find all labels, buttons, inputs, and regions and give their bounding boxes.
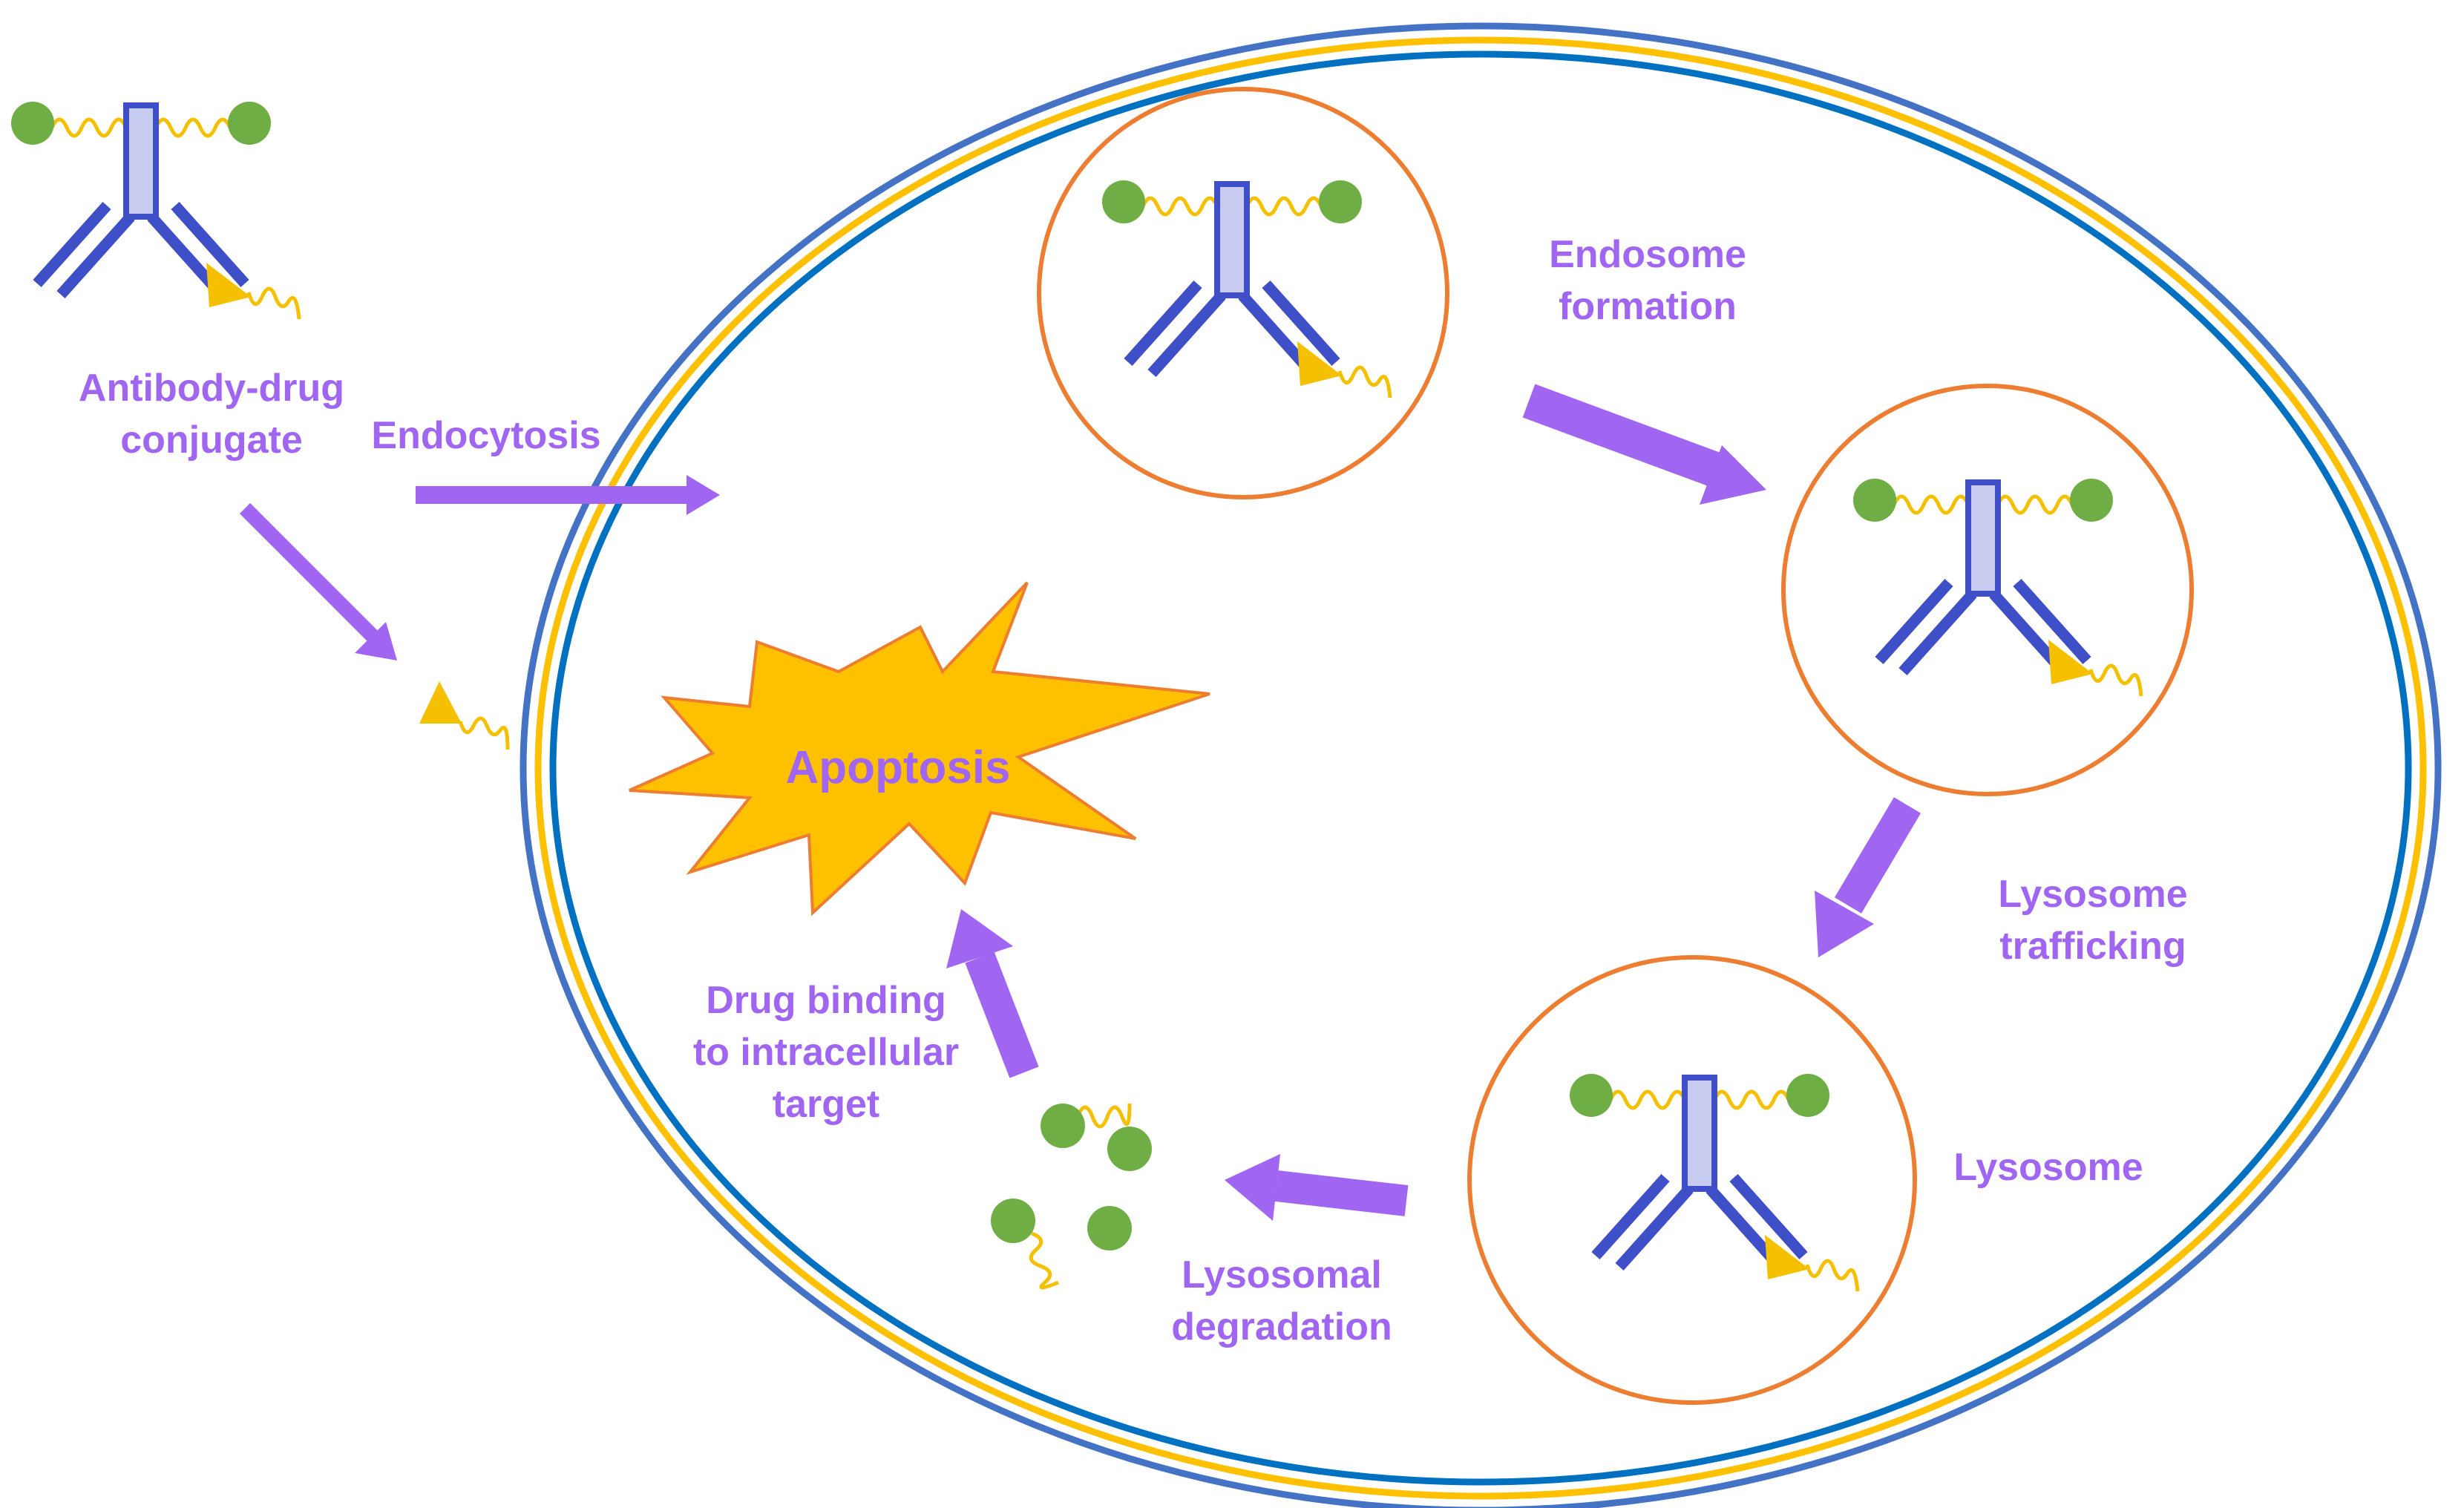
lysosomal-degradation-label: Lysosomal: [1182, 1253, 1382, 1296]
lysosome-trafficking-label: Lysosome: [1998, 873, 2187, 916]
released-drug: [419, 681, 510, 750]
arrow-drug-release: [239, 502, 397, 660]
arrows: [239, 384, 1921, 1221]
apoptosis-burst: [629, 581, 1210, 917]
endosome-formation-label: Endosome: [1549, 233, 1746, 276]
trafficking-vesicle: [1781, 384, 2194, 796]
endocytosis-label: Endocytosis: [371, 414, 600, 457]
arrow-lysosome-trafficking: [1815, 797, 1921, 957]
endosome-vesicle: [1037, 87, 1449, 499]
degradation-products: [991, 1103, 1152, 1290]
antibody-drug-conjugate: [11, 102, 299, 319]
lysosome-vesicle: [1467, 955, 1917, 1405]
drug-binding-label-3: target: [773, 1083, 879, 1126]
lysosome-trafficking-label-2: trafficking: [1999, 925, 2186, 968]
arrow-endocytosis: [416, 475, 720, 515]
arrow-endosome-formation: [1522, 384, 1766, 505]
drug-binding-label: Drug binding: [706, 979, 946, 1022]
apoptosis-label: Apoptosis: [785, 742, 1010, 793]
arrow-drug-binding: [946, 909, 1039, 1078]
endosome-formation-label-2: formation: [1559, 285, 1737, 328]
adc-label-2: conjugate: [120, 419, 303, 462]
adc-label: Antibody-drug: [79, 367, 344, 410]
cell-membrane: [520, 22, 2442, 1508]
lysosome-label: Lysosome: [1953, 1146, 2143, 1189]
arrow-lysosomal-degradation: [1225, 1154, 1409, 1221]
lysosomal-degradation-label-2: degradation: [1171, 1305, 1392, 1348]
drug-binding-label-2: to intracellular: [693, 1031, 959, 1074]
